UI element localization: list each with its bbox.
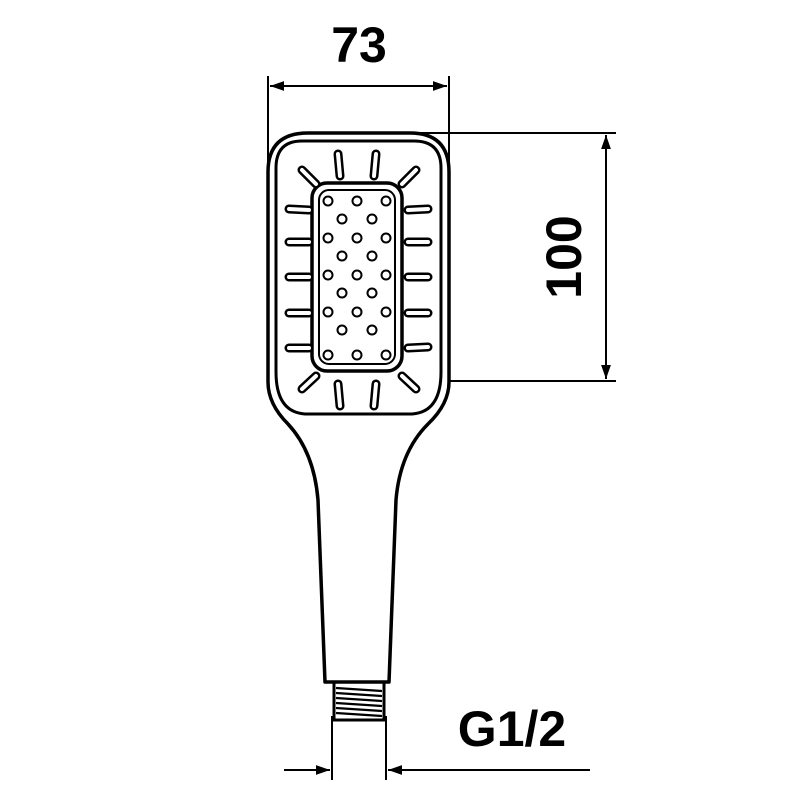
slot-nozzle-inner bbox=[287, 207, 311, 212]
round-nozzle bbox=[380, 232, 392, 244]
round-nozzles bbox=[322, 195, 392, 361]
slot-nozzle-inner bbox=[406, 207, 430, 212]
round-nozzle bbox=[322, 269, 334, 281]
round-nozzle bbox=[351, 269, 363, 281]
slot-nozzles bbox=[284, 149, 433, 411]
thread-connector bbox=[332, 680, 386, 722]
round-nozzle bbox=[351, 195, 363, 207]
slot-nozzle-inner bbox=[400, 168, 418, 186]
round-nozzle bbox=[322, 349, 334, 361]
slot-nozzle-inner bbox=[336, 152, 342, 178]
round-nozzle bbox=[336, 324, 348, 336]
height-label: 100 bbox=[536, 215, 592, 298]
round-nozzle bbox=[366, 250, 378, 262]
center-nozzle-panel-inner bbox=[318, 189, 396, 365]
connector-body bbox=[332, 680, 386, 722]
spray-face-rim bbox=[274, 139, 443, 416]
round-nozzle bbox=[366, 287, 378, 299]
round-nozzle bbox=[336, 287, 348, 299]
round-nozzle bbox=[366, 213, 378, 225]
slot-nozzle-inner bbox=[336, 382, 342, 408]
slot-nozzle-inner bbox=[372, 382, 378, 408]
thread-ridge bbox=[335, 701, 383, 708]
round-nozzle bbox=[322, 195, 334, 207]
round-nozzle bbox=[322, 306, 334, 318]
round-nozzle bbox=[380, 195, 392, 207]
width-dimension: 73 bbox=[267, 17, 450, 172]
round-nozzle bbox=[351, 232, 363, 244]
round-nozzle bbox=[366, 324, 378, 336]
thread-ridge bbox=[335, 706, 383, 713]
round-nozzle bbox=[336, 250, 348, 262]
round-nozzle bbox=[351, 306, 363, 318]
thread-ridge bbox=[335, 691, 383, 698]
width-label: 73 bbox=[331, 17, 387, 73]
round-nozzle bbox=[336, 213, 348, 225]
round-nozzle bbox=[380, 349, 392, 361]
round-nozzle bbox=[351, 349, 363, 361]
round-nozzle bbox=[322, 232, 334, 244]
slot-nozzle-inner bbox=[300, 168, 318, 186]
slot-nozzle-inner bbox=[400, 374, 418, 391]
slot-nozzle-inner bbox=[406, 345, 430, 350]
shower-outer-outline bbox=[266, 131, 451, 684]
thread-label: G1/2 bbox=[458, 701, 566, 757]
thread-ridge bbox=[335, 696, 383, 703]
thread-dimension: G1/2 bbox=[284, 701, 590, 780]
center-nozzle-panel bbox=[310, 181, 404, 373]
thread-ridge bbox=[335, 711, 383, 718]
slot-nozzle-inner bbox=[300, 374, 318, 391]
hand-shower-body bbox=[266, 131, 451, 684]
round-nozzle bbox=[380, 269, 392, 281]
thread-ridges bbox=[335, 686, 383, 718]
height-dimension: 100 bbox=[412, 132, 616, 382]
slot-nozzle-inner bbox=[372, 152, 378, 178]
round-nozzle bbox=[380, 306, 392, 318]
thread-ridge bbox=[335, 686, 383, 693]
